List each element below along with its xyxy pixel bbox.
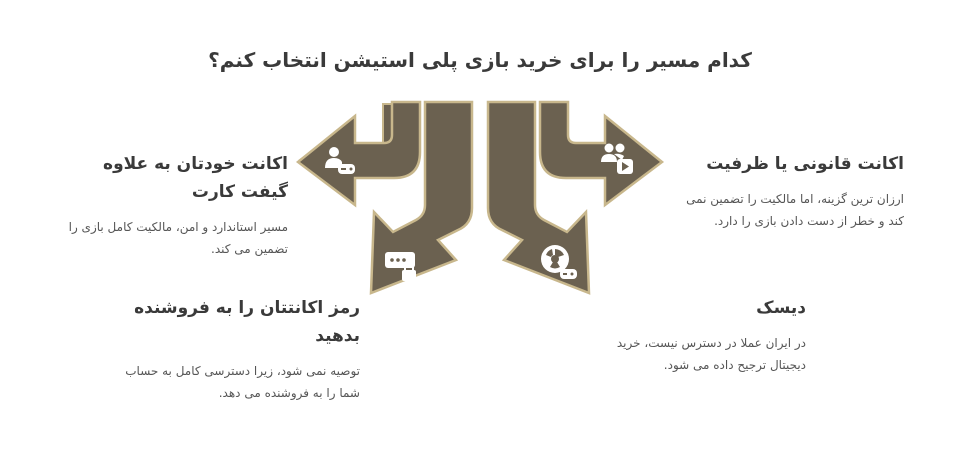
option-heading: دیسک xyxy=(756,298,806,318)
option-heading: اکانت خودتان به علاوه گیفت کارت xyxy=(103,154,288,202)
option-description: توصیه نمی شود، زیرا دسترسی کامل به حساب … xyxy=(125,364,360,400)
users-play-icon xyxy=(601,143,633,174)
user-gamepad-icon xyxy=(325,147,355,174)
arrow-top-left xyxy=(295,100,422,208)
password-lock-icon xyxy=(385,252,416,281)
arrow-top-right xyxy=(538,100,665,208)
option-heading: اکانت قانونی یا ظرفیت xyxy=(706,154,904,174)
page-title: کدام مسیر را برای خرید بازی پلی استیشن ا… xyxy=(208,48,752,72)
option-own-account: اکانت خودتان به علاوه گیفت کارت مسیر است… xyxy=(60,150,288,260)
option-disc: دیسک در ایران عملا در دسترس نیست، خرید د… xyxy=(598,294,806,376)
option-share-password: رمز اکانتتان را به فروشنده بدهید توصیه ن… xyxy=(110,294,360,404)
option-description: ارزان ترین گزینه، اما مالکیت را تضمین نم… xyxy=(686,192,904,228)
option-heading: رمز اکانتتان را به فروشنده بدهید xyxy=(134,298,360,346)
option-description: مسیر استاندارد و امن، مالکیت کامل بازی ر… xyxy=(68,220,288,256)
disc-gamepad-icon xyxy=(541,245,577,279)
option-legal-account: اکانت قانونی یا ظرفیت ارزان ترین گزینه، … xyxy=(668,150,904,232)
option-description: در ایران عملا در دسترس نیست، خرید دیجیتا… xyxy=(616,336,806,372)
arrow-bottom-right xyxy=(486,100,591,295)
